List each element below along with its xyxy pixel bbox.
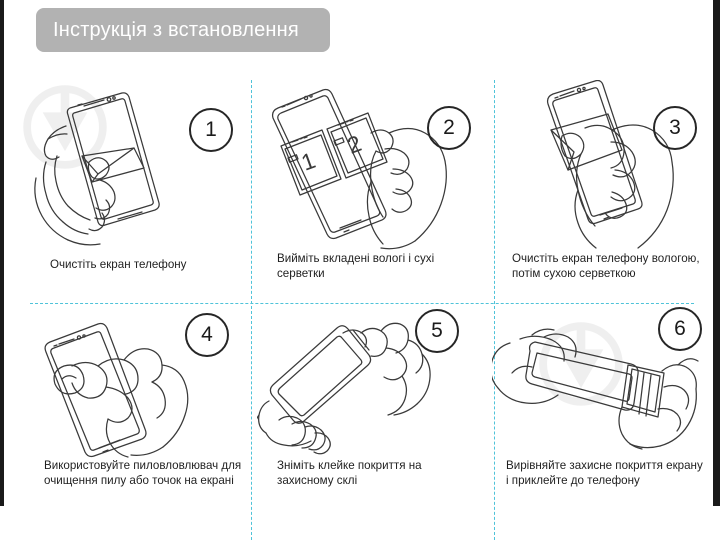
two-hands-aligning-protector-icon (492, 328, 699, 450)
step-panel-4: 4 Використовуйте пиловловлювач для очище… (4, 303, 247, 506)
step-number-3-label: 3 (669, 116, 681, 139)
right-edge-border (713, 0, 720, 506)
step-caption-4-line-2: очищення пилу або точок на екрані (44, 473, 234, 487)
phone-with-two-wipe-packets-and-hand-icon: 1 2 (271, 88, 447, 250)
step-5-illustration (247, 303, 490, 506)
step-number-4-label: 4 (201, 323, 213, 346)
watermark-logo-icon (539, 322, 623, 406)
title-banner: Інструкція з встановлення (36, 8, 330, 52)
vertical-divider-1 (251, 80, 252, 540)
step-6-illustration (490, 303, 713, 506)
step-caption-6: Вирівняйте захисне покриття екрану і при… (506, 459, 716, 488)
step-caption-5-line-2: захисному склі (277, 473, 358, 487)
page-title: Інструкція з встановлення (53, 18, 299, 41)
step-number-1-label: 1 (205, 118, 217, 141)
watermark-logo-icon (23, 85, 107, 169)
step-caption-1: Очистіть екран телефону (50, 258, 240, 273)
step-number-2: 2 (427, 106, 471, 150)
step-number-3: 3 (653, 106, 697, 150)
step-caption-3: Очистіть екран телефону вологою, потім с… (512, 252, 717, 281)
step-number-6-label: 6 (674, 317, 686, 340)
step-number-5: 5 (415, 309, 459, 353)
steps-grid: 1 Очистіть екран телефону (4, 62, 713, 540)
step-3-illustration (490, 62, 713, 303)
step-caption-5-line-1: Зніміть клейке покриття на (277, 459, 422, 472)
left-edge-border (0, 0, 4, 506)
step-number-6: 6 (658, 307, 702, 351)
step-panel-5: 5 Зніміть клейке покриття на захисному с… (247, 303, 490, 506)
step-caption-3-line-2: потім сухою серветкою (512, 266, 636, 280)
svg-text:2: 2 (344, 130, 365, 159)
hand-wiping-phone-screen-with-wipe-icon (546, 80, 674, 249)
step-panel-1: 1 Очистіть екран телефону (4, 62, 247, 303)
step-caption-6-line-1: Вирівняйте захисне покриття екрану (506, 459, 703, 472)
step-number-2-label: 2 (443, 116, 455, 139)
step-panel-2: 1 2 (247, 62, 490, 303)
step-caption-4: Використовуйте пиловловлювач для очищенн… (44, 459, 254, 488)
step-2-illustration: 1 2 (247, 62, 490, 303)
step-caption-3-line-1: Очистіть екран телефону вологою, (512, 252, 700, 265)
step-caption-1-line-1: Очистіть екран телефону (50, 258, 187, 271)
step-caption-5: Зніміть клейке покриття на захисному скл… (277, 459, 482, 488)
step-caption-4-line-1: Використовуйте пиловловлювач для (44, 459, 242, 472)
horizontal-divider (30, 303, 694, 304)
svg-text:1: 1 (298, 147, 319, 176)
step-caption-2-line-1: Вийміть вкладені вологі і сухі (277, 252, 435, 265)
step-number-4: 4 (185, 313, 229, 357)
hand-holding-phone-with-cloth-icon (34, 92, 160, 246)
hands-peeling-film-off-glass-icon (257, 322, 431, 455)
step-panel-3: 3 Очистіть екран телефону вологою, потім… (490, 62, 713, 303)
step-panel-6: 6 Вирівняйте захисне покриття екрану і п… (490, 303, 713, 506)
step-number-5-label: 5 (431, 319, 443, 342)
step-caption-2-line-2: серветки (277, 266, 325, 280)
step-1-illustration (4, 62, 247, 303)
step-caption-2: Вийміть вкладені вологі і сухі серветки (277, 252, 487, 281)
step-caption-6-line-2: і приклейте до телефону (506, 473, 640, 487)
step-4-illustration (4, 303, 247, 506)
step-number-1: 1 (189, 108, 233, 152)
vertical-divider-2 (494, 80, 495, 540)
hand-using-dust-absorber-sticker-icon (44, 322, 189, 458)
